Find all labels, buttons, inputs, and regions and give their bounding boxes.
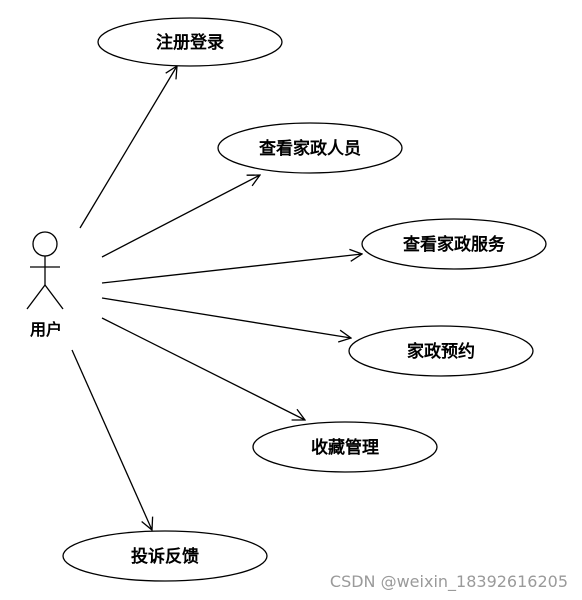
- use-case-view-staff[interactable]: 查看家政人员: [217, 122, 403, 174]
- use-case-ellipse: [361, 218, 547, 270]
- use-case-favorites[interactable]: 收藏管理: [252, 421, 438, 473]
- association-booking: [101, 297, 351, 338]
- use-case-label: 查看家政服务: [402, 234, 506, 255]
- use-case-register-login[interactable]: 注册登录: [97, 17, 283, 67]
- association-feedback: [71, 349, 152, 530]
- use-case-view-services[interactable]: 查看家政服务: [361, 218, 547, 270]
- use-case-feedback[interactable]: 投诉反馈: [62, 530, 268, 582]
- association-view-services: [101, 254, 362, 284]
- association-view-staff: [101, 175, 260, 258]
- use-case-ellipse: [217, 122, 403, 174]
- associations: [71, 66, 362, 530]
- watermark-text: CSDN @weixin_18392616205: [330, 572, 568, 592]
- use-case-ellipse: [252, 421, 438, 473]
- use-case-ellipse: [348, 325, 534, 377]
- use-case-label: 查看家政人员: [258, 138, 361, 159]
- use-case-label: 投诉反馈: [131, 546, 199, 567]
- actor-right-leg: [44, 284, 64, 310]
- use-case-booking[interactable]: 家政预约: [348, 325, 534, 377]
- actor-head: [32, 231, 58, 257]
- association-register-login: [79, 66, 177, 229]
- use-case-ellipse: [62, 530, 268, 582]
- actor-label: 用户: [30, 320, 62, 339]
- use-case-label: 注册登录: [156, 32, 224, 53]
- use-case-ellipse: [97, 17, 283, 67]
- actor-left-leg: [26, 284, 46, 310]
- use-case-label: 家政预约: [407, 341, 475, 362]
- actor-user[interactable]: 用户: [26, 231, 64, 339]
- use-case-label: 收藏管理: [311, 437, 379, 458]
- association-favorites: [101, 317, 305, 420]
